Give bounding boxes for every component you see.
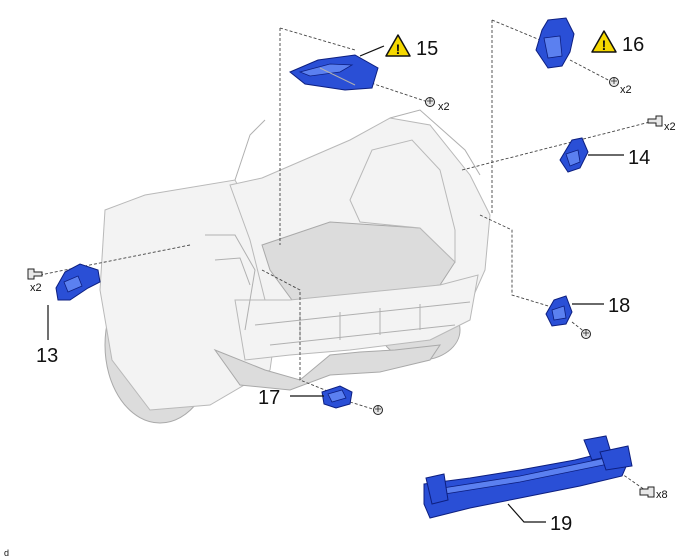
ref-line-13 [39, 244, 191, 276]
callout-17: 17 [258, 387, 280, 409]
bolt-icon[interactable] [639, 486, 655, 498]
callout-14: 14 [628, 147, 650, 169]
part-16[interactable] [535, 17, 575, 69]
vehicle-body-side [99, 179, 281, 411]
fasteners [27, 77, 663, 498]
callout-16: 16 [622, 34, 644, 56]
left-lamp-detail [214, 257, 251, 286]
bumper-line-2 [269, 324, 456, 346]
ref-line-17 [261, 269, 331, 393]
warning-triangle-icon: ! [385, 34, 411, 57]
part-19[interactable] [423, 435, 633, 519]
ref-line-17-bolt [349, 401, 377, 411]
leader-lines [47, 45, 624, 523]
left-lamp-housing [205, 234, 256, 331]
part-19-left-end [425, 473, 449, 505]
callout-19: 19 [550, 513, 572, 535]
warning-mark: ! [396, 41, 401, 57]
ref-line-18-bolt [571, 321, 587, 334]
part-16-highlight [543, 35, 563, 59]
rear-bumper-area [234, 274, 479, 361]
qty-16: x2 [620, 84, 632, 96]
leader-19 [507, 503, 546, 523]
bolt-icon[interactable] [27, 268, 43, 280]
bolt-icon[interactable] [425, 97, 435, 107]
callout-13: 13 [36, 345, 58, 367]
callout-18: 18 [608, 295, 630, 317]
part-13[interactable] [55, 263, 101, 301]
part-18-highlight [551, 305, 567, 321]
part-15[interactable] [289, 54, 379, 91]
roof-pillar [234, 119, 266, 181]
leader-15 [359, 45, 385, 57]
qty-13: x2 [30, 282, 42, 294]
quantity-labels: x2 x2 x2 x2 x8 [30, 84, 676, 501]
bolt-icon[interactable] [581, 329, 591, 339]
part-14[interactable] [559, 137, 589, 173]
bolt-icon[interactable] [373, 405, 383, 415]
ref-line-16-bolt [569, 59, 613, 83]
corner-mark: d [4, 548, 9, 558]
bolt-icon[interactable] [609, 77, 619, 87]
cargo-side-trim [349, 139, 456, 264]
qty-15: x2 [438, 101, 450, 113]
vehicle-rear-illustration [99, 109, 491, 424]
bumper-line-1 [254, 301, 471, 326]
qty-19: x8 [656, 489, 668, 501]
callout-labels: 15 16 14 13 18 17 19 [36, 34, 650, 535]
part-14-highlight [565, 149, 581, 167]
part-18[interactable] [545, 295, 573, 327]
callout-15: 15 [416, 38, 438, 60]
part-13-highlight [63, 275, 83, 293]
bolt-icon[interactable] [647, 115, 663, 127]
qty-14: x2 [664, 121, 676, 133]
part-19-right-end [599, 445, 633, 471]
warning-mark: ! [602, 37, 607, 53]
warning-triangle-icon: ! [591, 30, 617, 53]
ref-line-15-top [279, 27, 356, 51]
part-17[interactable] [321, 385, 353, 409]
part-17-highlight [327, 389, 347, 403]
part-15-edge [319, 67, 356, 86]
ref-line-16-top [491, 19, 546, 43]
roof-edge-right [389, 109, 481, 176]
ref-line-14 [461, 121, 651, 171]
part-15-highlight [298, 63, 354, 77]
ref-line-18 [479, 214, 556, 309]
